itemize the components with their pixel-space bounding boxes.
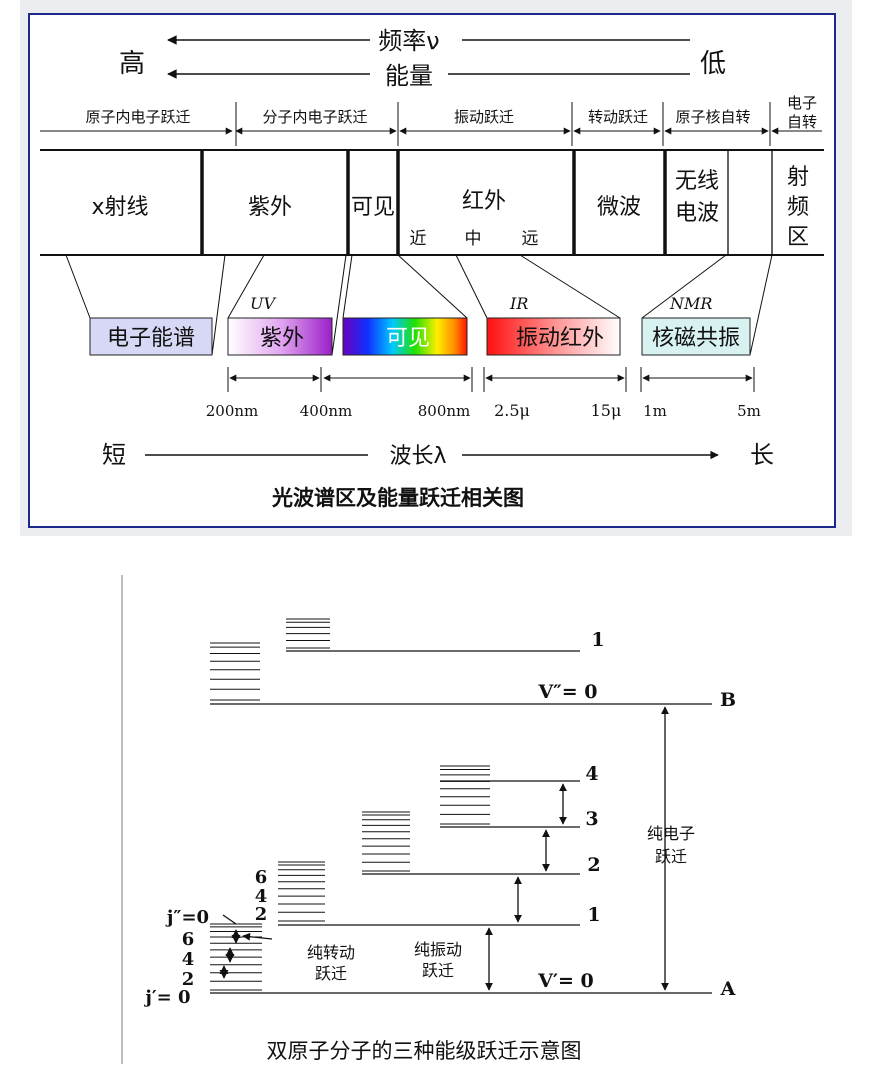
region-band — [40, 149, 824, 256]
j-upper-2: 2 — [255, 904, 268, 925]
pure-electronic-label-line2: 跃迁 — [655, 847, 687, 866]
uv-tag: UV — [250, 294, 276, 313]
transition-electron-spin-line2: 自转 — [787, 113, 817, 131]
electron-spectrum-box — [89, 317, 213, 356]
ir-near: 近 — [410, 229, 427, 249]
energy-label: 能量 — [385, 62, 433, 90]
transition-molecular-electron: 分子内电子跃迁 — [262, 108, 367, 126]
region-uv: 紫外 — [248, 195, 292, 220]
upper-v1-label: 1 — [591, 629, 604, 651]
ir-box-label: 振动红外 — [516, 326, 604, 351]
lower-v2-label: 2 — [587, 854, 600, 876]
nmr-box — [641, 317, 751, 356]
pure-electronic-label-line1: 纯电子 — [647, 824, 695, 843]
state-a-label: A — [720, 978, 736, 1000]
transition-atomic-electron: 原子内电子跃迁 — [85, 108, 190, 126]
j-upper-0: j″=0 — [165, 907, 209, 928]
short-label: 短 — [102, 441, 126, 469]
pure-vibrational-label-line1: 纯振动 — [414, 940, 462, 959]
j-lower-2: 2 — [182, 969, 195, 990]
electron-spectrum-label: 电子能谱 — [107, 326, 195, 351]
ir-far: 远 — [522, 229, 539, 249]
tick-2.5u: 2.5μ — [494, 401, 530, 420]
region-rf-line1: 射 — [787, 165, 809, 190]
transition-vibrational: 振动跃迁 — [454, 108, 514, 126]
j-upper-6: 6 — [255, 867, 268, 888]
transition-nuclear-spin: 原子核自转 — [675, 108, 750, 126]
ir-tag: IR — [509, 294, 528, 313]
pure-rotational-label-line2: 跃迁 — [315, 964, 347, 983]
uv-box-label: 紫外 — [260, 326, 304, 351]
lower-v3-label: 3 — [585, 808, 598, 830]
region-microwave: 微波 — [597, 195, 641, 220]
region-xray: x射线 — [91, 195, 148, 220]
pure-vibrational-label-line2: 跃迁 — [422, 961, 454, 980]
transition-row-arrows — [40, 102, 822, 146]
nmr-box-label: 核磁共振 — [652, 326, 740, 351]
frequency-label: 频率ν — [378, 27, 439, 55]
long-label: 长 — [750, 441, 774, 469]
tick-1m: 1m — [643, 402, 667, 420]
j-lower-6: 6 — [182, 929, 195, 950]
region-infrared: 红外 — [462, 189, 506, 214]
pure-rotational-label-line1: 纯转动 — [307, 943, 355, 962]
lower-v4-label: 4 — [585, 763, 598, 785]
region-radio-line2: 电波 — [675, 201, 719, 226]
visible-box — [342, 317, 468, 356]
tick-200nm: 200nm — [206, 402, 259, 420]
tick-5m: 5m — [737, 402, 761, 420]
wavelength-scale — [227, 367, 755, 392]
j-lower-4: 4 — [182, 949, 195, 970]
visible-box-label: 可见 — [386, 326, 430, 351]
ir-mid: 中 — [465, 229, 482, 249]
funnel-lines — [65, 254, 773, 356]
lower-v0-label: V′= 0 — [537, 970, 594, 992]
region-radio-line1: 无线 — [675, 169, 719, 194]
j-upper-4: 4 — [255, 886, 268, 907]
spectrum-frame — [28, 13, 836, 528]
tick-400nm: 400nm — [300, 402, 353, 420]
nmr-tag: NMR — [669, 294, 712, 313]
ir-box — [486, 317, 621, 356]
region-rf-line3: 区 — [787, 225, 809, 250]
energy-level-caption: 双原子分子的三种能级跃迁示意图 — [267, 1039, 582, 1063]
j-lower-0: j′= 0 — [143, 987, 190, 1008]
transition-electron-spin-line1: 电子 — [787, 94, 817, 112]
region-visible: 可见 — [351, 195, 395, 220]
state-b-label: B — [720, 689, 736, 711]
spectrum-caption: 光波谱区及能量跃迁相关图 — [271, 486, 524, 510]
low-label: 低 — [700, 49, 726, 79]
tick-15u: 15μ — [591, 401, 622, 420]
transition-rotational: 转动跃迁 — [588, 108, 648, 126]
lower-v1-label: 1 — [587, 904, 600, 926]
transition-arrows — [219, 706, 669, 991]
tick-800nm: 800nm — [418, 402, 471, 420]
vibrational-levels — [210, 650, 712, 994]
rotational-levels — [210, 618, 490, 991]
upper-v0-label: V″= 0 — [538, 681, 598, 703]
wavelength-label: 波长λ — [389, 444, 446, 469]
high-label: 高 — [119, 49, 145, 79]
uv-box — [227, 317, 333, 356]
region-rf-line2: 频 — [787, 195, 809, 220]
